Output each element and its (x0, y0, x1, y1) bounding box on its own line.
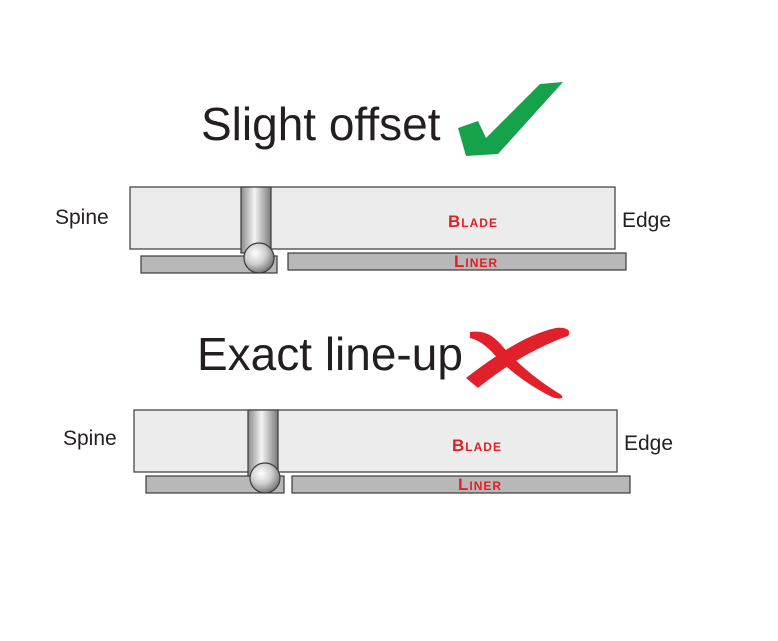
correct-panel: Slight offset Spine Edge Blade Liner (55, 82, 671, 274)
incorrect-liner-right (291, 475, 631, 494)
incorrect-edge-label: Edge (624, 432, 673, 455)
correct-liner-right (287, 252, 627, 271)
correct-liner-left (140, 255, 278, 274)
incorrect-blade-label: Blade (452, 436, 502, 455)
cross-mark-icon (466, 327, 570, 399)
correct-title: Slight offset (201, 98, 441, 150)
correct-detent-ball (243, 242, 275, 274)
incorrect-blade (133, 409, 618, 473)
correct-edge-label: Edge (622, 209, 671, 232)
correct-liner-label: Liner (454, 252, 498, 271)
correct-blade-label: Blade (448, 212, 498, 231)
incorrect-liner-left (145, 475, 285, 494)
correct-pivot-pin (240, 186, 272, 254)
incorrect-spine-label: Spine (63, 427, 117, 450)
check-mark-icon (458, 82, 563, 156)
incorrect-liner-label: Liner (458, 475, 502, 494)
correct-blade (129, 186, 616, 250)
incorrect-title: Exact line-up (197, 328, 463, 380)
correct-spine-label: Spine (55, 206, 109, 229)
incorrect-detent-ball (249, 462, 281, 494)
incorrect-panel: Exact line-up Spine Edge Blade Liner (63, 327, 673, 494)
